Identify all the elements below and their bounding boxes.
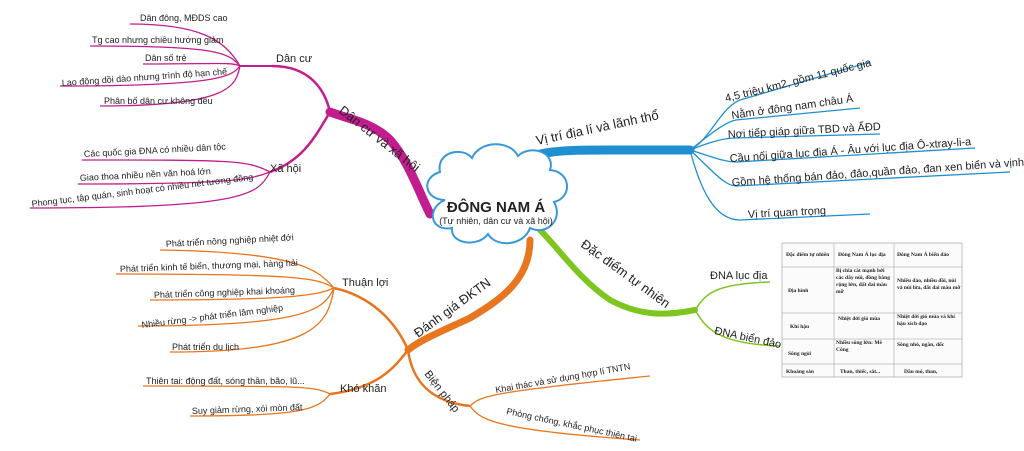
table-header: Đặc điểm tự nhiên <box>786 251 829 258</box>
table-cell: Nhiều sông lớn: Mê Công <box>836 340 882 353</box>
branch-dan-cu-xa-hoi-label: Dân cư và xã hội <box>336 103 423 175</box>
table-cell: Nhiệt đới gió mùa <box>838 316 880 322</box>
table-cell: Khí hậu <box>790 324 809 330</box>
table-cell: Than, thiếc, sắt... <box>840 368 881 375</box>
kho-khan-item: Suy giảm rừng, xói mòn đất <box>192 402 303 416</box>
tu-nhien-table: Đặc điểm tự nhiên Đông Nam Á lục địa Đôn… <box>781 242 963 378</box>
dan-cu-item: Phân bố dân cư không đều <box>104 96 213 106</box>
vi-tri-item: Nơi tiếp giáp giữa TBD và ẤĐD <box>727 120 881 141</box>
table-header: Đông Nam Á biển đảo <box>897 250 949 258</box>
table-cell: Sông nhỏ, ngắn, dốc <box>897 341 945 348</box>
branch-dan-cu-xa-hoi: Dân cư và xã hội Dân cư Dân đông, MĐDS c… <box>29 13 435 219</box>
kho-khan-line <box>329 349 409 396</box>
xa-hoi-item: Các quốc gia ĐNA có nhiều dân tộc <box>84 142 227 159</box>
table-cell: Khoáng sản <box>786 369 814 375</box>
branch-tu-nhien: Đặc điểm tự nhiên ĐNA lục địa ĐNA biển đ… <box>537 227 963 378</box>
xa-hoi-label: Xã hội <box>270 163 301 175</box>
thuan-loi-label: Thuận lợi <box>342 277 388 289</box>
vi-tri-item: Cầu nối giữa lục địa Á - Âu với lục địa … <box>729 135 972 165</box>
table-cell: Nhiệt đới gió mùa và khí hậu xích đạo <box>897 314 955 327</box>
table-header: Đông Nam Á lục địa <box>838 250 886 258</box>
bien-phap-line <box>406 349 471 408</box>
center-cloud <box>426 143 568 244</box>
table-cell: Địa hình <box>788 288 808 294</box>
center-title: ĐÔNG NAM Á <box>447 198 545 216</box>
tu-nhien-item: ĐNA lục địa <box>710 270 768 282</box>
kho-khan-item: Thiên tai: động đất, sóng thần, bão, lũ.… <box>146 376 305 386</box>
dan-cu-line <box>271 64 332 113</box>
bien-phap-item: Phòng chống, khắc phục thiên tai <box>506 406 638 443</box>
center-node: ĐÔNG NAM Á (Tự nhiên, dân cư và xã hội) <box>426 143 568 244</box>
thuan-loi-item: Phát triển kinh tế biển, thương mại, hàn… <box>120 258 298 274</box>
thuan-loi-item: Nhiều rừng -> phát triển lâm nghiệp <box>141 303 284 330</box>
branch-vi-tri-label: Vị trí địa lí và lãnh thổ <box>535 107 660 148</box>
thuan-loi-line <box>333 286 410 351</box>
branch-dan-cu-xa-hoi-line <box>325 107 435 219</box>
tu-nhien-item: ĐNA biển đảo <box>713 325 782 351</box>
bien-phap-label: Biện pháp <box>422 368 462 414</box>
xa-hoi-line <box>269 111 332 174</box>
dan-cu-label: Dân cư <box>276 53 313 65</box>
thuan-loi-item: Phát triển công nghiệp khai khoáng <box>154 285 295 300</box>
branch-dktn-line <box>404 236 534 354</box>
table-cell: Dầu mỏ, than, <box>904 368 938 375</box>
branch-vi-tri: Vị trí địa lí và lãnh thổ 4,5 triệu km2,… <box>505 57 1024 221</box>
bien-phap-item: Khai thác và sử dụng hợp lí TNTN <box>495 361 631 395</box>
table-cell: Nhiều đảo, nhiều đồi, núi và núi lửa, đấ… <box>897 278 961 291</box>
dan-cu-item: Dân số trẻ <box>145 53 187 63</box>
branch-tu-nhien-label: Đặc điểm tự nhiên <box>578 236 673 311</box>
dan-cu-item: Dân đông, MĐDS cao <box>140 13 228 23</box>
table-cell: Bị chia cắt mạnh bởi các dãy núi, đồng b… <box>836 268 890 295</box>
table-cell: Sông ngòi <box>788 351 812 357</box>
center-subtitle: (Tự nhiên, dân cư và xã hội) <box>439 216 553 226</box>
thuan-loi-item: Phát triển nông nghiệp nhiệt đới <box>166 232 294 249</box>
branch-tu-nhien-line <box>537 227 698 317</box>
vi-tri-item: Vị trí quan trọng <box>748 205 827 221</box>
kho-khan-label: Khó khăn <box>340 383 386 395</box>
thuan-loi-item: Phát triển du lịch <box>172 342 239 352</box>
dan-cu-item: Tg cao nhưng chiều hướng giảm <box>92 35 224 45</box>
